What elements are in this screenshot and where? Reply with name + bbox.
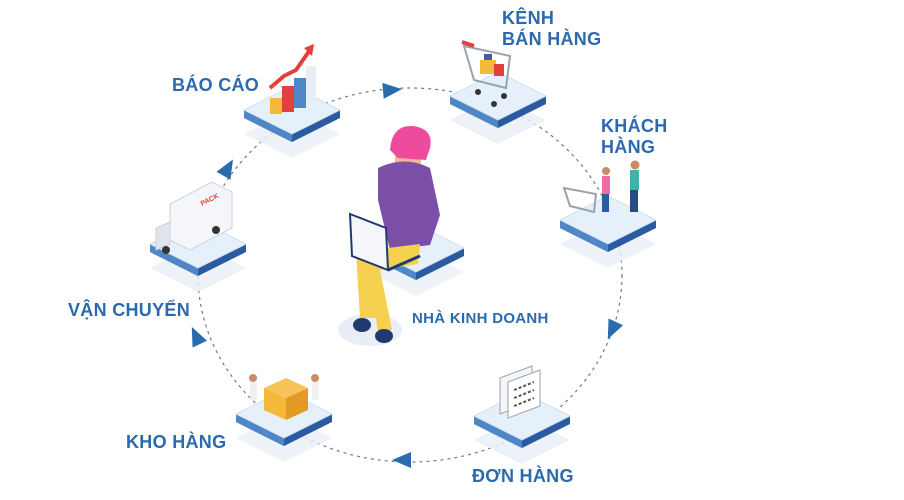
label-order: ĐƠN HÀNG <box>472 466 574 486</box>
arrow-icon <box>392 452 411 468</box>
merchant-figure <box>338 125 465 346</box>
label-sales-channel: KÊNH BÁN HÀNG <box>502 8 601 50</box>
arrow-icon <box>600 318 624 343</box>
customers-icon <box>562 160 640 214</box>
label-warehouse: KHO HÀNG <box>126 432 227 452</box>
label-shipping: VẬN CHUYỂN <box>68 300 191 320</box>
label-merchant: NHÀ KINH DOANH <box>412 310 549 327</box>
laptop-icon <box>348 212 390 272</box>
order-node <box>473 365 571 465</box>
cycle-path <box>197 87 623 463</box>
shipping-node: PACK <box>149 181 247 293</box>
arrow-icon <box>382 81 403 99</box>
sales-channel-node <box>449 40 547 145</box>
customer-node <box>559 160 657 269</box>
warehouse-node <box>235 374 333 463</box>
boxes-icon <box>249 374 319 420</box>
label-line: HÀNG <box>601 137 656 157</box>
bar-chart-icon <box>268 44 316 114</box>
delivery-truck-icon: PACK <box>155 181 233 254</box>
arrow-icon <box>184 323 208 348</box>
label-report: BÁO CÁO <box>172 75 260 95</box>
label-line: BÁN HÀNG <box>502 29 602 49</box>
document-stack-icon <box>499 365 541 419</box>
label-line: KÊNH <box>502 8 555 28</box>
report-node <box>243 44 341 159</box>
label-customer: KHÁCH HÀNG <box>601 116 668 158</box>
shopping-cart-icon <box>461 40 512 107</box>
label-line: KHÁCH <box>601 116 668 136</box>
